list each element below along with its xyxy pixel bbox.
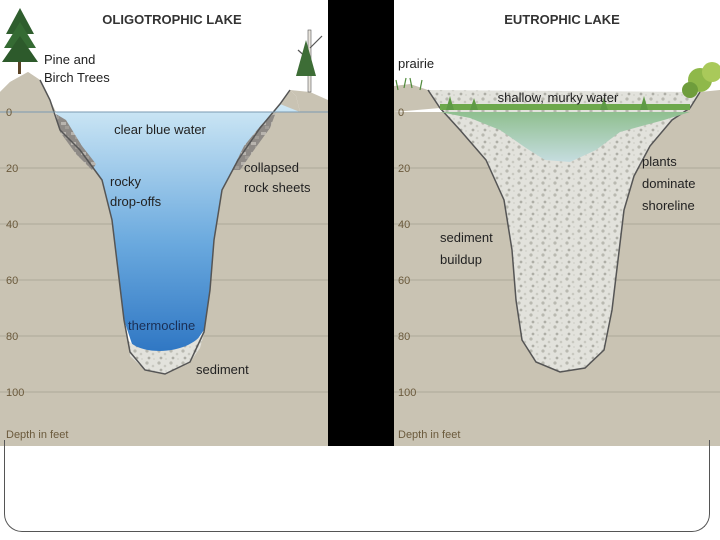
oligo-sediment-label: sediment xyxy=(196,362,249,377)
left-depth-caption: Depth in feet xyxy=(6,429,68,441)
right-hill-oligo xyxy=(290,90,328,112)
plants-label-line1: plants xyxy=(642,154,677,169)
panel-divider xyxy=(328,0,394,446)
left-depth-gridlines xyxy=(0,167,328,393)
dropoffs-label-line1: rocky xyxy=(110,174,142,189)
rocks-label-line2: rock sheets xyxy=(244,180,311,195)
slide-frame xyxy=(4,440,710,532)
oligotrophic-panel: OLIGOTROPHIC LAKE Pine and Birch Trees c… xyxy=(0,0,328,446)
eutrophic-panel: EUTROPHIC LAKE prairie shallow, murky wa… xyxy=(394,0,720,446)
right-depth-0: 0 xyxy=(398,107,404,119)
left-hill xyxy=(0,72,56,112)
right-depth-100: 100 xyxy=(398,387,416,399)
collapsed-rock-sheets xyxy=(232,112,276,170)
oligo-basin-outline xyxy=(39,79,291,375)
murky-water xyxy=(440,112,690,162)
left-depth-axis: 0 20 40 60 80 100 Depth in feet xyxy=(6,107,68,441)
left-depth-20: 20 xyxy=(6,163,18,175)
prairie-label: prairie xyxy=(398,56,434,71)
rocks-label-line1: collapsed xyxy=(244,160,299,175)
left-depth-60: 60 xyxy=(6,275,18,287)
left-ground xyxy=(0,72,328,446)
plants-label-line3: shoreline xyxy=(642,198,695,213)
left-depth-80: 80 xyxy=(6,331,18,343)
right-depth-40: 40 xyxy=(398,219,410,231)
birch-tree-icon xyxy=(296,29,323,93)
shrub-icon xyxy=(682,62,720,98)
oligotrophic-title: OLIGOTROPHIC LAKE xyxy=(102,12,242,27)
shoreline-plants-icon xyxy=(440,96,690,110)
eutrophic-sediment xyxy=(427,89,701,373)
left-depth-0: 0 xyxy=(6,107,12,119)
pine-tree-icon xyxy=(2,8,38,74)
murky-water-label: shallow, murky water xyxy=(498,90,619,105)
eutrophic-title: EUTROPHIC LAKE xyxy=(504,12,620,27)
clear-water xyxy=(56,104,300,358)
trees-label-line1: Pine and xyxy=(44,52,95,67)
oligo-sediment xyxy=(128,330,205,374)
trees-label-line2: Birch Trees xyxy=(44,70,110,85)
sediment-buildup-label-line2: buildup xyxy=(440,252,482,267)
thermocline-label: thermocline xyxy=(128,318,195,333)
right-depth-60: 60 xyxy=(398,275,410,287)
dropoffs-label-line2: drop-offs xyxy=(110,194,162,209)
left-depth-40: 40 xyxy=(6,219,18,231)
rocky-dropoffs xyxy=(56,114,96,170)
right-depth-caption: Depth in feet xyxy=(398,429,460,441)
right-depth-80: 80 xyxy=(398,331,410,343)
sediment-buildup-label-line1: sediment xyxy=(440,230,493,245)
right-depth-20: 20 xyxy=(398,163,410,175)
right-depth-axis: 0 20 40 60 80 100 Depth in feet xyxy=(398,107,460,441)
left-depth-100: 100 xyxy=(6,387,24,399)
clear-water-label: clear blue water xyxy=(114,122,206,137)
prairie-grass-icon xyxy=(395,77,423,91)
plants-label-line2: dominate xyxy=(642,176,695,191)
